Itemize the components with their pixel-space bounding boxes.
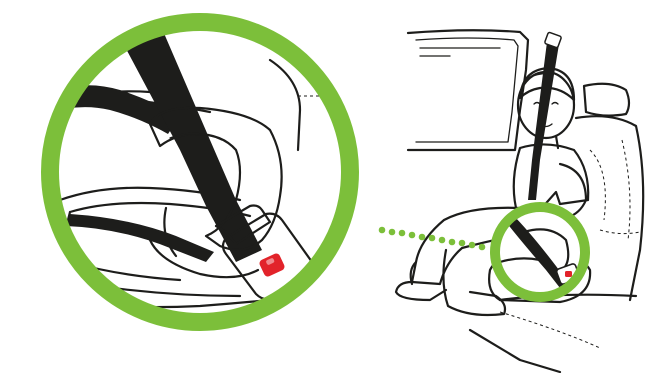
- shoulder-belt: [528, 34, 560, 200]
- car-window-inner: [415, 37, 519, 143]
- lap-belt-lower: [66, 214, 214, 262]
- large-zoom-circle: [41, 13, 359, 331]
- small-zoom-circle: [490, 202, 590, 302]
- car-seat-back: [574, 115, 645, 302]
- buckle-release-button: [259, 253, 285, 277]
- shoulder-belt-zoom: [116, 24, 262, 262]
- car-scene: [394, 29, 645, 373]
- zoom-connector-dots: [378, 226, 486, 251]
- car-seat-headrest: [582, 82, 631, 117]
- car-window-frame: [406, 29, 530, 152]
- zoom-ring: [41, 13, 359, 331]
- child-shirt: [512, 143, 590, 212]
